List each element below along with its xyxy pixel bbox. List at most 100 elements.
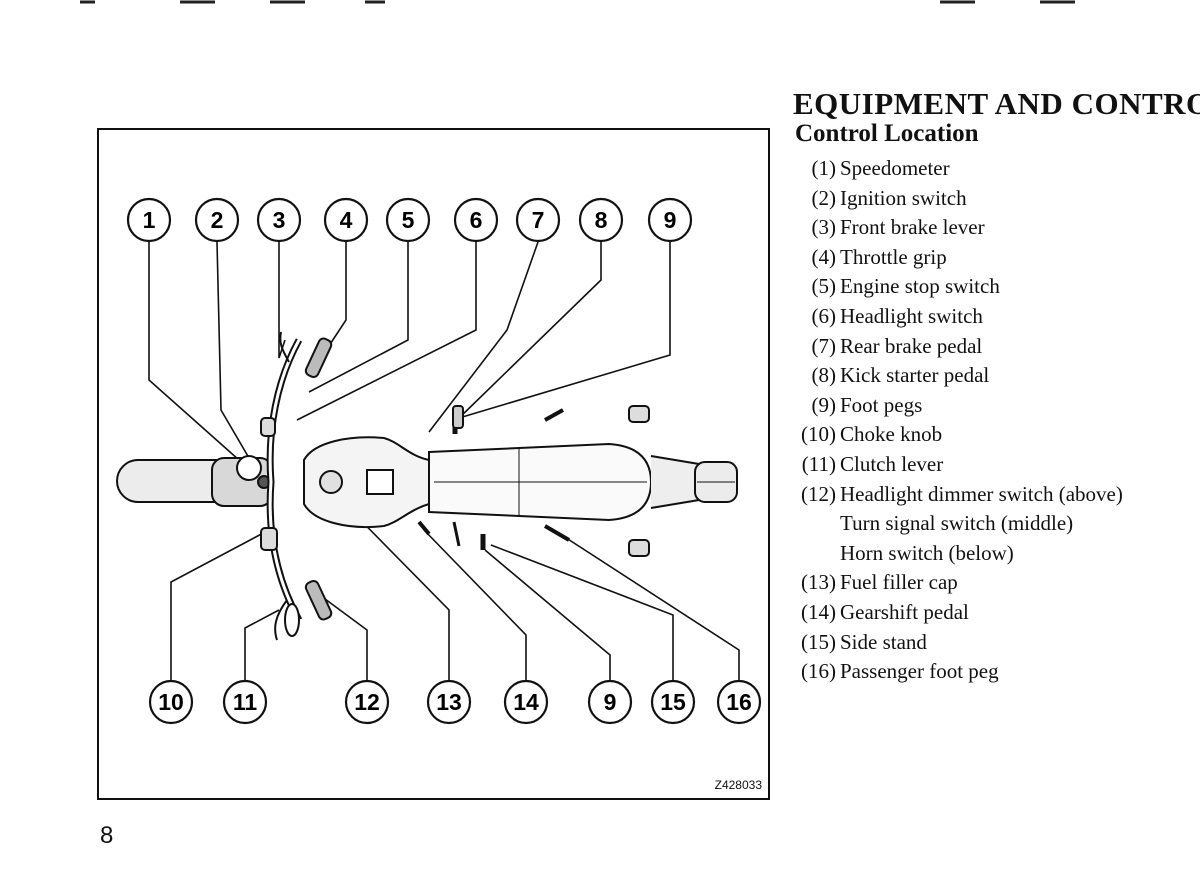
leader-line [216, 241, 260, 476]
callout-label: 6 [470, 207, 483, 233]
legend-text: Fuel filler cap [840, 570, 958, 595]
tank-emblem [366, 469, 394, 495]
leader-line [278, 242, 286, 359]
page-heading: EQUIPMENT AND CONTROLS [793, 86, 1200, 121]
legend-number: (11) [801, 451, 836, 476]
legend-number: (15) [801, 629, 836, 654]
legend-number: (12) [801, 481, 836, 506]
leader-lines [148, 241, 740, 680]
front-turn-signal-right [260, 417, 276, 437]
legend-text: Turn signal switch (middle) [840, 511, 1074, 536]
legend-item: (8)Kick starter pedal [788, 361, 1123, 391]
legend-number: (1) [811, 156, 837, 180]
legend-item: (6)Headlight switch [788, 302, 1123, 332]
callout-label: 10 [158, 689, 184, 715]
callout-label: 7 [532, 207, 545, 233]
legend-number: (14) [801, 599, 836, 624]
legend-text: Engine stop switch [840, 274, 1000, 299]
leader-line [320, 595, 368, 680]
legend-text: Rear brake pedal [840, 333, 983, 358]
legend-text: Front brake lever [840, 215, 985, 240]
leader-line [556, 531, 740, 680]
legend-text: Ignition switch [840, 185, 967, 210]
legend-text: Kick starter pedal [840, 363, 990, 388]
legend-item: (2)Ignition switch [788, 184, 1123, 214]
callout-circle [453, 197, 499, 243]
leader-line [244, 609, 280, 680]
legend-item: (4)Throttle grip [788, 243, 1123, 273]
callout-label: 16 [726, 689, 752, 715]
legend-item: (13)Fuel filler cap [788, 568, 1123, 598]
callout-label: 12 [354, 689, 380, 715]
callout-circle [344, 679, 390, 725]
legend-text: Choke knob [840, 422, 943, 447]
legend-text: Clutch lever [840, 451, 944, 476]
top-edge-marks [80, 0, 1075, 4]
callout-label: 13 [436, 689, 462, 715]
rear-turn-signal-bottom [628, 539, 650, 557]
callout-label: 9 [604, 689, 617, 715]
legend-text: Horn switch (below) [840, 540, 1014, 565]
callout-circle [126, 197, 172, 243]
figure-code: Z428033 [714, 778, 762, 792]
leader-line [456, 242, 602, 421]
legend-number: (4) [811, 244, 837, 269]
callout-circle [515, 197, 561, 243]
callout-label: 4 [340, 207, 353, 233]
legend-text: Throttle grip [840, 244, 947, 269]
callout-label: 15 [660, 689, 686, 715]
legend-number: (10) [801, 422, 836, 447]
legend-item: (10)Choke knob [788, 420, 1123, 450]
leader-line [308, 242, 409, 393]
page-number: 8 [100, 822, 114, 849]
callout-circle [222, 679, 268, 725]
legend-item: (3)Front brake lever [788, 213, 1123, 243]
legend-text: Passenger foot peg [840, 659, 999, 684]
legend-number: (8) [811, 363, 837, 388]
mirror [284, 603, 300, 637]
callout-circle [323, 197, 369, 243]
leader-line [296, 242, 477, 421]
callout-circle [256, 197, 302, 243]
handlebar [266, 338, 303, 622]
legend-item: (9)Foot pegs [788, 391, 1123, 421]
leader-line [423, 529, 527, 680]
leader-line [458, 242, 671, 419]
callout-circle [647, 197, 693, 243]
legend-item: (12)Headlight dimmer switch (above) [788, 480, 1123, 510]
control-legend: (1)Speedometer (2)Ignition switch (3)Fro… [788, 154, 1123, 687]
legend-number: (7) [811, 333, 837, 358]
legend-text: Speedometer [840, 156, 950, 180]
rear-turn-signal-top [628, 405, 650, 423]
clutch-lever [274, 599, 288, 641]
legend-item-continued: Turn signal switch (middle) [788, 509, 1123, 539]
kick-starter-pedal [452, 405, 464, 429]
callout-label: 5 [402, 207, 415, 233]
legend-number: (3) [811, 215, 837, 240]
passenger-foot-peg [543, 524, 571, 542]
front-turn-signal-left [260, 527, 278, 551]
legend-item: (5)Engine stop switch [788, 272, 1123, 302]
callout-label: 14 [513, 689, 539, 715]
legend-text: Gearshift pedal [840, 599, 969, 624]
callout-circle [194, 197, 240, 243]
legend-item: (15)Side stand [788, 628, 1123, 658]
leader-line [490, 544, 674, 680]
callout-circle [650, 679, 696, 725]
legend-text: Side stand [840, 629, 927, 654]
callout-label: 1 [143, 207, 156, 233]
legend-item: (16)Passenger foot peg [788, 657, 1123, 687]
legend-item: (1)Speedometer [788, 154, 1123, 184]
legend-number: (6) [811, 303, 837, 328]
leader-line [148, 242, 240, 461]
legend-item: (14)Gearshift pedal [788, 598, 1123, 628]
throttle-grip [304, 337, 333, 379]
leader-line [428, 241, 539, 433]
legend-number: (13) [801, 570, 836, 595]
legend-number: (16) [801, 659, 836, 684]
legend-item: (11)Clutch lever [788, 450, 1123, 480]
callout-circle [578, 197, 624, 243]
motorcycle-illustration [116, 331, 738, 641]
gearshift-pedal [417, 520, 431, 536]
